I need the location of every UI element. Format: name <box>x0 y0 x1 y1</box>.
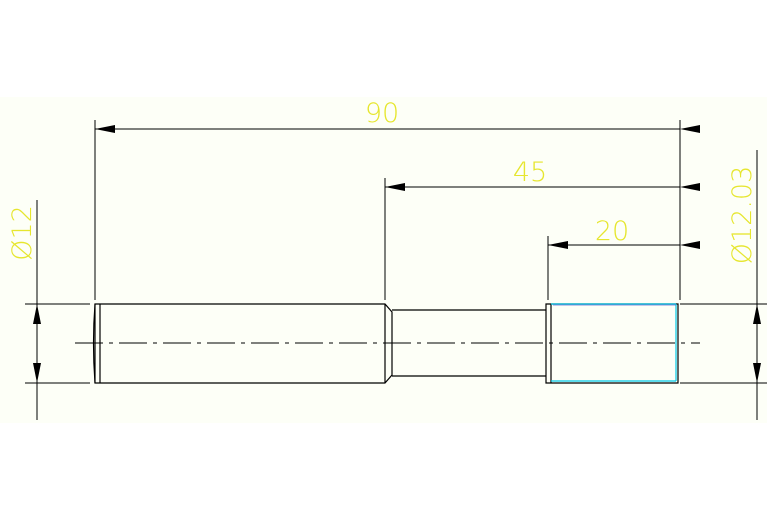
overall-length-label: 90 <box>365 98 399 129</box>
thread-highlight <box>551 303 677 382</box>
drawing-canvas[interactable] <box>0 97 767 423</box>
dimension-lines <box>33 125 761 420</box>
extension-lines <box>25 120 767 384</box>
step-length-label: 45 <box>513 157 547 188</box>
thread-length-label: 20 <box>595 216 629 247</box>
left-diameter-label: Ø12 <box>7 205 38 261</box>
right-diameter-label: Ø12.03 <box>727 166 758 265</box>
